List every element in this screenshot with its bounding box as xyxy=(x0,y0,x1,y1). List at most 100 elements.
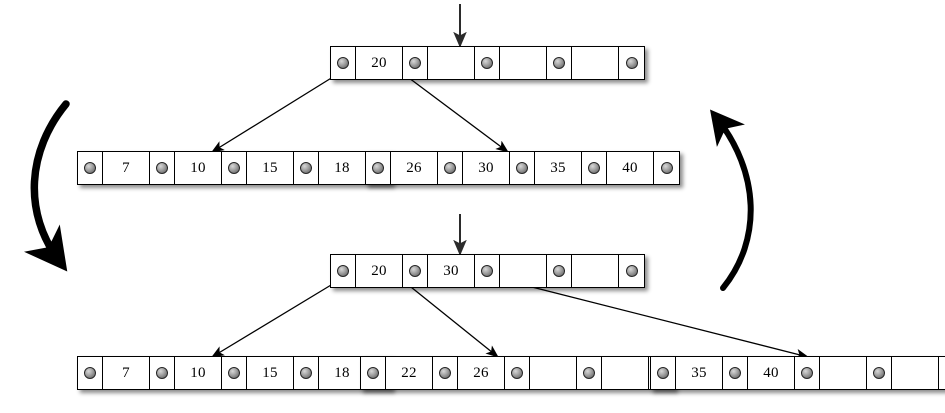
key-cell[interactable]: 7 xyxy=(103,152,150,184)
key-cell[interactable]: 20 xyxy=(356,47,403,79)
pointer-cell[interactable] xyxy=(403,255,428,287)
leaf-after-right[interactable]: 35 40 xyxy=(650,356,945,390)
key-cell[interactable]: 26 xyxy=(458,357,505,389)
pointer-cell[interactable] xyxy=(619,255,644,287)
root-after[interactable]: 20 30 xyxy=(330,254,645,288)
transition-arrow-right xyxy=(710,109,754,291)
pointer-cell[interactable] xyxy=(510,152,535,184)
pointer-cell[interactable] xyxy=(78,357,103,389)
pointer-dot-icon xyxy=(481,57,493,69)
pointer-cell[interactable] xyxy=(505,357,530,389)
key-cell[interactable]: 40 xyxy=(748,357,795,389)
key-cell[interactable] xyxy=(572,47,619,79)
key-cell[interactable]: 35 xyxy=(676,357,723,389)
key-cell[interactable] xyxy=(500,255,547,287)
leaf-before-right[interactable]: 26 30 35 40 xyxy=(365,151,680,185)
pointer-dot-icon xyxy=(367,367,379,379)
pointer-dot-icon xyxy=(873,367,885,379)
key-cell[interactable]: 26 xyxy=(391,152,438,184)
key-cell[interactable]: 15 xyxy=(247,152,294,184)
key-cell[interactable]: 20 xyxy=(356,255,403,287)
pointer-dot-icon xyxy=(439,367,451,379)
pointer-cell[interactable] xyxy=(222,152,247,184)
pointer-cell[interactable] xyxy=(294,357,319,389)
pointer-dot-icon xyxy=(625,57,638,69)
key-cell[interactable]: 10 xyxy=(175,152,222,184)
pointer-cell[interactable] xyxy=(795,357,820,389)
key-cell[interactable]: 15 xyxy=(247,357,294,389)
key-cell[interactable] xyxy=(530,357,577,389)
key-cell[interactable]: 35 xyxy=(535,152,582,184)
key-cell[interactable] xyxy=(892,357,939,389)
root-before[interactable]: 20 xyxy=(330,46,645,80)
pointer-cell[interactable] xyxy=(939,357,945,389)
pointer-dot-icon xyxy=(553,57,565,69)
pointer-dot-icon xyxy=(583,367,595,379)
pointer-dot-icon xyxy=(625,265,638,277)
key-cell[interactable] xyxy=(820,357,867,389)
pointer-cell[interactable] xyxy=(331,255,356,287)
pointer-cell[interactable] xyxy=(361,357,386,389)
pointer-cell[interactable] xyxy=(577,357,602,389)
pointer-cell[interactable] xyxy=(150,357,175,389)
pointer-dot-icon xyxy=(481,265,493,277)
edge-root-after-to-left-leaf xyxy=(211,278,342,358)
pointer-cell[interactable] xyxy=(475,255,500,287)
pointer-dot-icon xyxy=(729,367,741,379)
pointer-dot-icon xyxy=(372,162,384,174)
pointer-dot-icon xyxy=(657,367,669,379)
pointer-dot-icon xyxy=(300,162,312,174)
key-cell[interactable] xyxy=(572,255,619,287)
pointer-dot-icon xyxy=(516,162,528,174)
pointer-dot-icon xyxy=(444,162,456,174)
pointer-dot-icon xyxy=(409,265,421,277)
key-cell[interactable]: 18 xyxy=(319,357,366,389)
leaf-after-left[interactable]: 7 10 15 18 xyxy=(77,356,392,390)
pointer-cell[interactable] xyxy=(403,47,428,79)
pointer-cell[interactable] xyxy=(651,357,676,389)
pointer-cell[interactable] xyxy=(78,152,103,184)
pointer-dot-icon xyxy=(84,367,96,379)
key-cell[interactable] xyxy=(428,47,475,79)
pointer-cell[interactable] xyxy=(547,47,572,79)
pointer-dot-icon xyxy=(660,162,673,174)
pointer-cell[interactable] xyxy=(582,152,607,184)
pointer-dot-icon xyxy=(337,57,349,69)
key-cell[interactable]: 18 xyxy=(319,152,366,184)
leaf-after-middle[interactable]: 22 26 xyxy=(360,356,675,390)
pointer-cell[interactable] xyxy=(222,357,247,389)
edge-root-after-to-middle-leaf xyxy=(400,278,499,358)
pointer-cell[interactable] xyxy=(723,357,748,389)
pointer-cell[interactable] xyxy=(867,357,892,389)
pointer-dot-icon xyxy=(300,367,312,379)
pointer-cell[interactable] xyxy=(475,47,500,79)
edge-root-before-to-left-leaf xyxy=(211,71,342,153)
key-cell[interactable]: 40 xyxy=(607,152,654,184)
pointer-cell[interactable] xyxy=(331,47,356,79)
pointer-cell[interactable] xyxy=(547,255,572,287)
pointer-cell[interactable] xyxy=(433,357,458,389)
key-cell[interactable] xyxy=(500,47,547,79)
pointer-cell[interactable] xyxy=(366,152,391,184)
pointer-cell[interactable] xyxy=(654,152,679,184)
key-cell[interactable]: 7 xyxy=(103,357,150,389)
pointer-dot-icon xyxy=(588,162,600,174)
pointer-dot-icon xyxy=(511,367,523,379)
leaf-before-left[interactable]: 7 10 15 18 xyxy=(77,151,392,185)
pointer-cell[interactable] xyxy=(438,152,463,184)
edge-root-before-to-right-leaf xyxy=(400,71,509,153)
key-cell[interactable]: 22 xyxy=(386,357,433,389)
pointer-cell[interactable] xyxy=(619,47,644,79)
pointer-dot-icon xyxy=(156,367,168,379)
transition-arrow-left xyxy=(23,100,70,272)
pointer-cell[interactable] xyxy=(294,152,319,184)
pointer-dot-icon xyxy=(84,162,96,174)
key-cell[interactable]: 10 xyxy=(175,357,222,389)
pointer-dot-icon xyxy=(228,367,240,379)
key-cell[interactable]: 30 xyxy=(463,152,510,184)
pointer-cell[interactable] xyxy=(150,152,175,184)
key-cell[interactable]: 30 xyxy=(428,255,475,287)
pointer-dot-icon xyxy=(156,162,168,174)
key-cell[interactable] xyxy=(602,357,649,389)
